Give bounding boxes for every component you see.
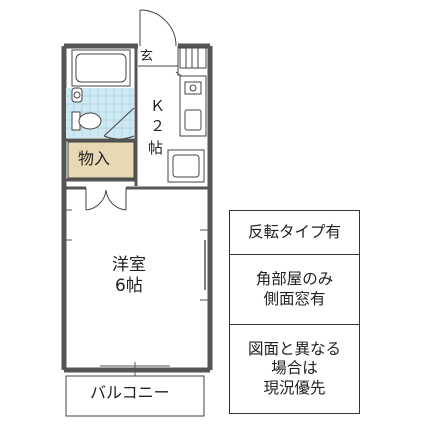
entrance-step xyxy=(138,46,179,76)
storage-label: 物入 xyxy=(78,149,111,168)
balcony-label: バルコニー xyxy=(90,383,170,402)
kitchen-label-3: 帖 xyxy=(148,139,164,157)
note-corner-window: 角部屋のみ 側面窓有 xyxy=(229,254,360,325)
bath-door xyxy=(103,107,135,140)
western-room-door xyxy=(85,188,127,211)
interior-walls xyxy=(66,46,210,190)
balcony xyxy=(65,375,205,417)
storage-area xyxy=(67,141,135,179)
outer-walls xyxy=(61,43,213,373)
note-text: 角部屋のみ 側面窓有 xyxy=(255,270,334,308)
note-text: 図面と異なる 場合は 現況優先 xyxy=(247,339,341,397)
note-reverse-type: 反転タイプ有 xyxy=(229,210,360,255)
western-room-name: 洋室 xyxy=(112,255,146,275)
entrance-label: 玄 xyxy=(140,49,154,64)
note-text: 反転タイプ有 xyxy=(247,222,341,241)
bathtub xyxy=(71,49,131,87)
entrance-door xyxy=(139,9,177,47)
kitchen-label-2: ２ xyxy=(150,117,166,135)
windows xyxy=(64,209,210,301)
kitchen-counter xyxy=(167,75,207,183)
western-room-size: 6帖 xyxy=(115,276,143,296)
note-current-priority: 図面と異なる 場合は 現況優先 xyxy=(229,324,360,414)
balcony-window xyxy=(100,362,170,376)
toilet xyxy=(71,87,102,131)
kitchen-label-1: Ｋ xyxy=(150,97,166,115)
